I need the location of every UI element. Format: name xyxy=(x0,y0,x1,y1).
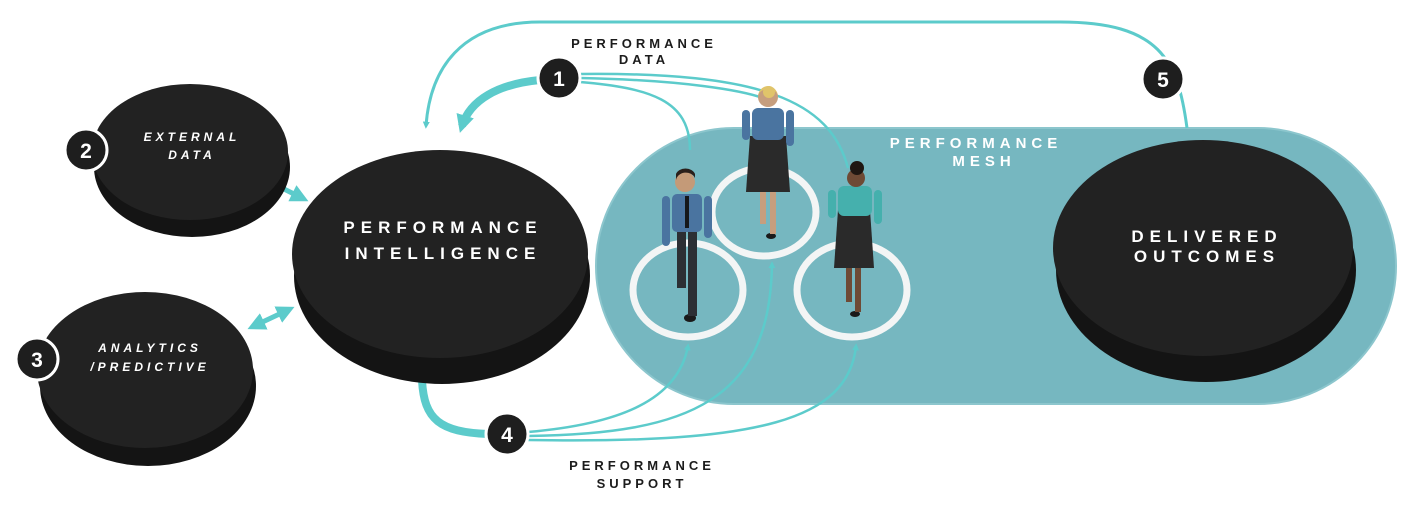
analytics-line1: ANALYTICS xyxy=(97,341,202,355)
badge-2-number: 2 xyxy=(80,140,92,163)
performance-intelligence-line1: PERFORMANCE xyxy=(343,218,542,237)
badge-5: 5 xyxy=(1140,56,1186,102)
badge-4-number: 4 xyxy=(501,424,513,447)
performance-support-label-line2: SUPPORT xyxy=(597,476,688,491)
badge-3-number: 3 xyxy=(31,349,43,372)
badge-4: 4 xyxy=(484,411,530,457)
analytics-disc: ANALYTICS /PREDICTIVE xyxy=(37,292,256,466)
performance-data-main-arrow xyxy=(456,76,541,133)
badge-1-number: 1 xyxy=(553,68,565,91)
person-woman-blonde xyxy=(742,86,794,239)
external-data-line2: DATA xyxy=(168,148,216,162)
badge-1: 1 xyxy=(536,55,582,101)
analytics-line2: /PREDICTIVE xyxy=(89,360,209,374)
badge-3: 3 xyxy=(14,336,60,382)
performance-data-label-line2: DATA xyxy=(619,52,669,67)
mesh-label-line1: PERFORMANCE xyxy=(890,135,1063,152)
analytics-bidirectional-arrow xyxy=(247,306,295,330)
delivered-outcomes-line1: DELIVERED xyxy=(1131,227,1282,246)
delivered-outcomes-line2: OUTCOMES xyxy=(1134,247,1280,266)
performance-intelligence-line2: INTELLIGENCE xyxy=(345,244,542,263)
badge-2: 2 xyxy=(63,127,109,173)
person-woman xyxy=(828,161,882,317)
person-man xyxy=(662,168,712,322)
performance-data-label-line1: PERFORMANCE xyxy=(571,36,717,51)
performance-support-lines xyxy=(527,261,860,442)
performance-support-main-arrow xyxy=(418,379,489,438)
performance-intelligence-disc: PERFORMANCE INTELLIGENCE xyxy=(292,150,590,384)
external-data-line1: EXTERNAL xyxy=(144,130,241,144)
performance-mesh-label: PERFORMANCE MESH xyxy=(890,135,1063,170)
delivered-outcomes-disc: DELIVERED OUTCOMES xyxy=(1053,140,1356,382)
mesh-label-line2: MESH xyxy=(952,153,1015,170)
performance-support-label-line1: PERFORMANCE xyxy=(569,458,715,473)
badge-5-number: 5 xyxy=(1157,69,1169,92)
external-data-disc: EXTERNAL DATA xyxy=(92,84,290,237)
